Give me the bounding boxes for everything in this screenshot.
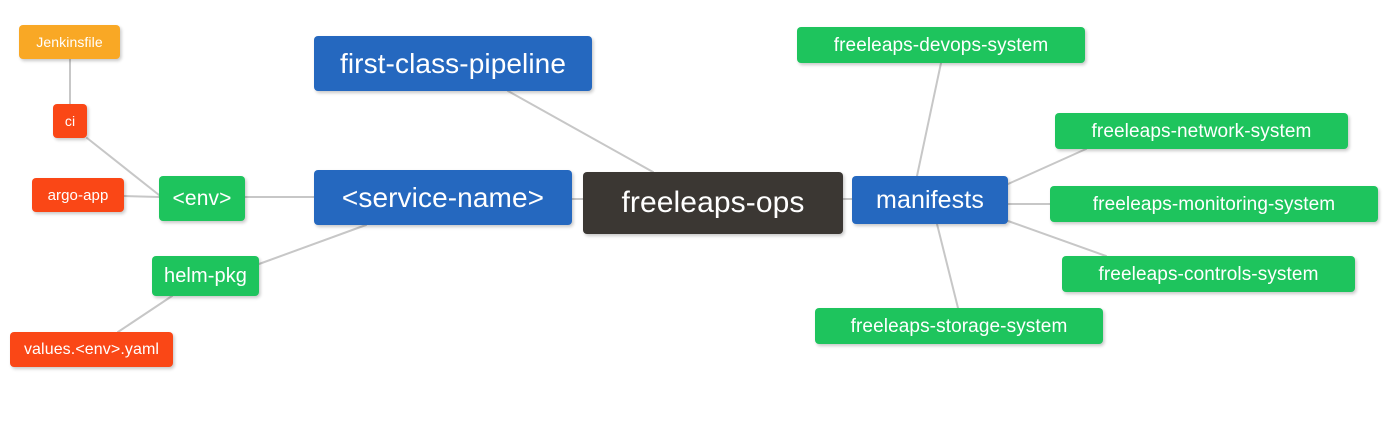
- mindmap-node-env[interactable]: <env>: [159, 176, 245, 221]
- mindmap-node-label: helm-pkg: [163, 265, 248, 287]
- mindmap-node-label: freeleaps-controls-system: [1098, 263, 1319, 285]
- mindmap-node-label: freeleaps-ops: [621, 186, 805, 219]
- edge-manifests-to-freeleaps-network-system: [1007, 148, 1087, 185]
- mindmap-node-label: values.<env>.yaml: [23, 340, 160, 358]
- edge-argo-app-to-env: [123, 195, 160, 198]
- mindmap-node-label: manifests: [876, 185, 984, 214]
- mindmap-node-first-class-pipeline[interactable]: first-class-pipeline: [314, 36, 592, 91]
- edge-manifests-to-freeleaps-controls-system: [1007, 220, 1107, 257]
- mindmap-node-label: Jenkinsfile: [36, 34, 103, 50]
- mindmap-node-helm-pkg[interactable]: helm-pkg: [152, 256, 259, 296]
- edge-service-name-to-helm-pkg: [258, 224, 367, 265]
- mindmap-node-ci[interactable]: ci: [53, 104, 87, 138]
- mindmap-node-freeleaps-controls-system[interactable]: freeleaps-controls-system: [1062, 256, 1355, 292]
- edge-freeleaps-devops-system-to-manifests: [916, 62, 942, 177]
- mindmap-node-label: first-class-pipeline: [339, 47, 567, 79]
- mindmap-node-manifests[interactable]: manifests: [852, 176, 1008, 224]
- mindmap-node-jenkinsfile[interactable]: Jenkinsfile: [19, 25, 120, 59]
- mindmap-node-freeleaps-storage-system[interactable]: freeleaps-storage-system: [815, 308, 1103, 344]
- edge-helm-pkg-to-values-env-yaml: [117, 295, 173, 333]
- mindmap-node-service-name[interactable]: <service-name>: [314, 170, 572, 225]
- edge-manifests-to-freeleaps-storage-system: [936, 223, 959, 309]
- mindmap-node-values-env-yaml[interactable]: values.<env>.yaml: [10, 332, 173, 367]
- mindmap-node-label: ci: [64, 113, 76, 129]
- mindmap-node-freeleaps-network-system[interactable]: freeleaps-network-system: [1055, 113, 1348, 149]
- mindmap-node-freeleaps-devops-system[interactable]: freeleaps-devops-system: [797, 27, 1085, 63]
- mindmap-node-label: freeleaps-monitoring-system: [1092, 193, 1336, 215]
- mindmap-node-freeleaps-monitoring-system[interactable]: freeleaps-monitoring-system: [1050, 186, 1378, 222]
- mindmap-node-argo-app[interactable]: argo-app: [32, 178, 124, 212]
- mindmap-node-label: freeleaps-storage-system: [850, 315, 1068, 337]
- edge-first-class-pipeline-to-freeleaps-ops: [507, 90, 654, 173]
- mindmap-node-label: <env>: [172, 187, 232, 210]
- mindmap-node-freeleaps-ops[interactable]: freeleaps-ops: [583, 172, 843, 234]
- mindmap-node-label: freeleaps-network-system: [1091, 120, 1312, 142]
- mindmap-node-label: argo-app: [47, 186, 109, 204]
- mindmap-node-label: <service-name>: [341, 181, 545, 213]
- mindmap-node-label: freeleaps-devops-system: [833, 34, 1049, 56]
